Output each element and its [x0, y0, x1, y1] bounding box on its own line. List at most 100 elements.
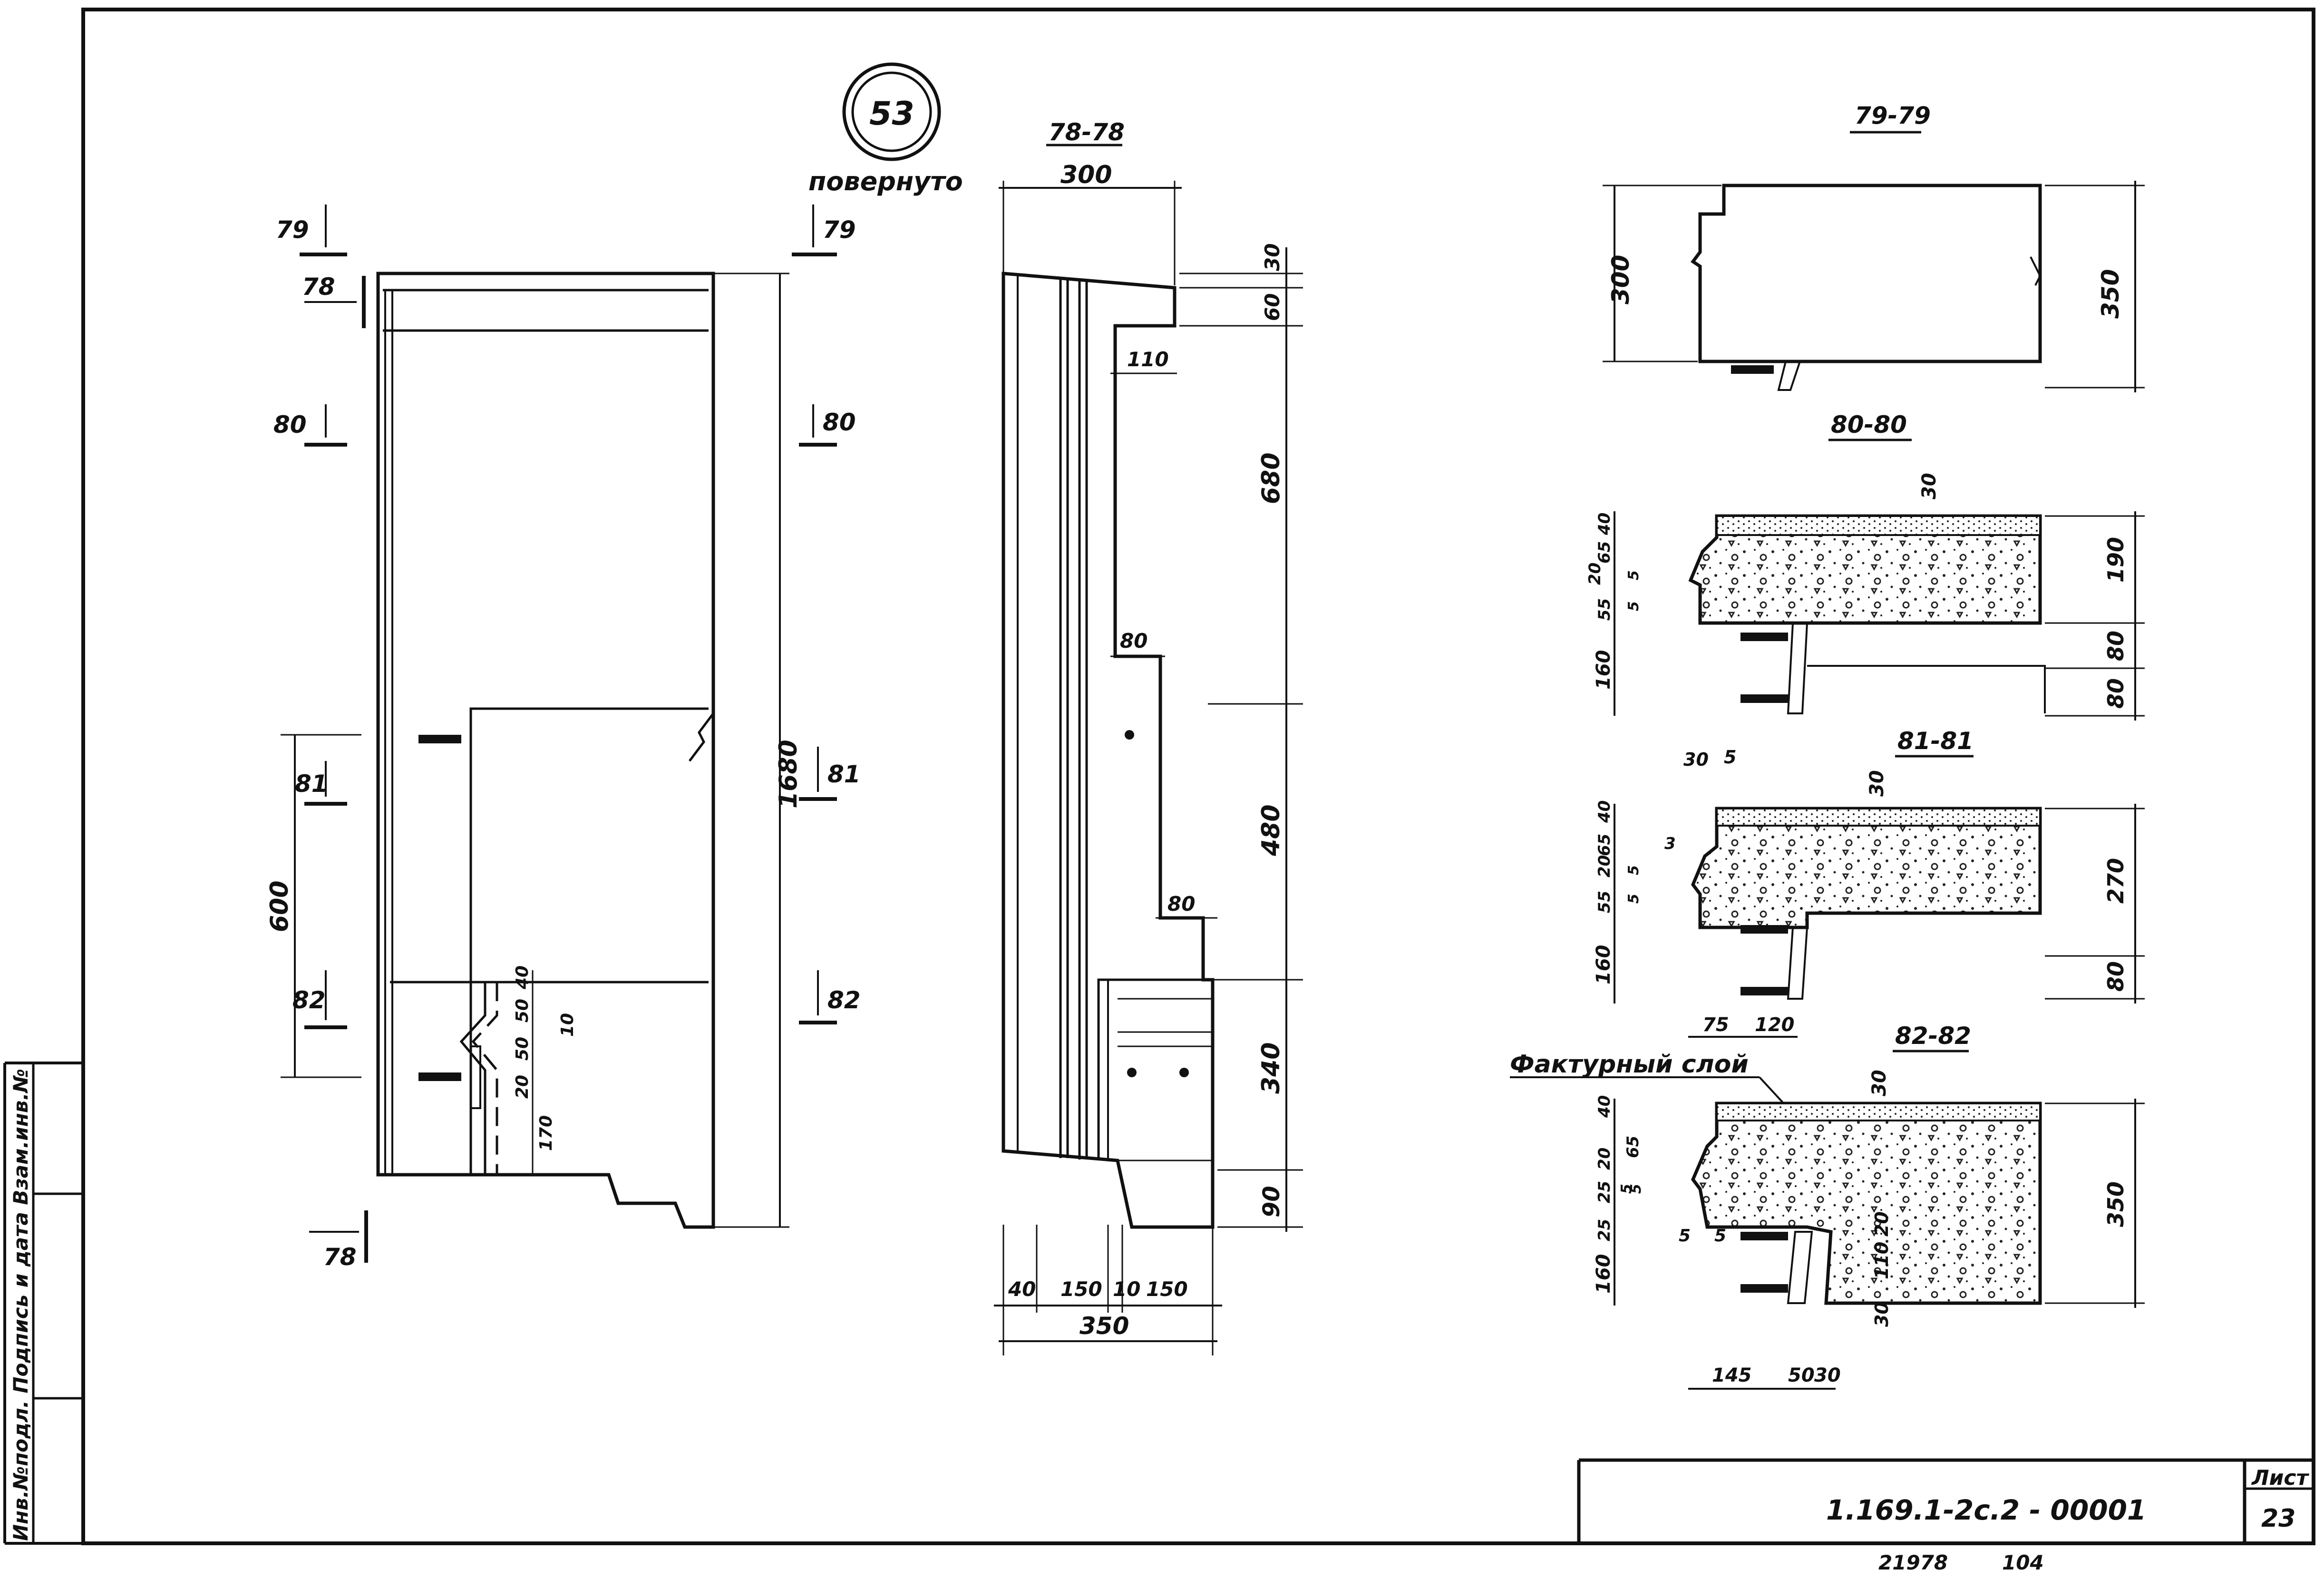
dim: 3 — [1664, 834, 1676, 853]
section-title: 79-79 — [1855, 102, 1931, 129]
dim: 30 — [1918, 473, 1940, 499]
dim-chain: 480 — [1257, 804, 1285, 857]
dim: 80 — [2103, 631, 2129, 661]
svg-text:81: 81 — [295, 770, 328, 798]
svg-text:82: 82 — [292, 986, 326, 1014]
side-stamp: Инв.№подл. Подпись и дата Взам.инв.№ — [9, 1069, 32, 1541]
svg-text:80: 80 — [823, 409, 856, 436]
section-80: 80-80 30 40 65 20 5 55 5 160 190 80 80 — [1585, 411, 2145, 721]
drawing-designation: 1.169.1-2с.2 - 00001 — [1826, 1494, 2146, 1526]
dim: 30 — [1683, 749, 1709, 770]
dim: 5 — [1618, 1184, 1635, 1194]
title-block: Лист 23 1.169.1-2с.2 - 00001 21978 104 — [1577, 1458, 2314, 1574]
dim: 120 — [1755, 1014, 1795, 1036]
svg-text:78: 78 — [323, 1243, 357, 1271]
dim: 65 — [1624, 1136, 1643, 1158]
section-title: 81-81 — [1897, 727, 1974, 755]
cut-marker: 78 — [302, 273, 366, 328]
dim-width: 300 — [1060, 161, 1112, 189]
svg-text:79: 79 — [823, 216, 856, 244]
panel-mark-number: 53 — [869, 95, 914, 133]
dim-profile: 40 — [513, 965, 532, 990]
dim: 65 — [1595, 834, 1614, 856]
dim: 75 — [1702, 1014, 1729, 1036]
dim: 30 — [1871, 1302, 1892, 1327]
dim: 190 — [2103, 537, 2129, 583]
cut-marker: 80 — [273, 404, 347, 447]
cut-marker: 80 — [799, 404, 856, 447]
section-title: 78-78 — [1049, 118, 1125, 146]
dim: 5 — [1625, 601, 1642, 611]
anchor-bar — [418, 1072, 461, 1081]
dim: 80 — [2103, 961, 2129, 992]
cut-marker: 82 — [292, 970, 347, 1029]
dim-bottom: 40 — [1008, 1277, 1036, 1301]
cut-marker: 79 — [276, 205, 347, 256]
dim: 160 — [1593, 945, 1614, 985]
dim: 30 — [1814, 1365, 1841, 1386]
dim: 5 — [1724, 747, 1736, 768]
dim: 5 — [1714, 1226, 1726, 1246]
cut-marker: 82 — [799, 970, 861, 1024]
cut-marker: 81 — [799, 747, 861, 801]
dim: 20 — [1595, 1148, 1614, 1170]
dim-chain: 680 — [1257, 452, 1285, 504]
dim-opening-height: 600 — [265, 880, 294, 932]
footer-number-right: 104 — [2002, 1551, 2044, 1574]
anchor-bar — [418, 735, 461, 743]
dim-inner: 80 — [1167, 892, 1195, 916]
dim: 350 — [2103, 1181, 2129, 1227]
section-82: 82-82 Фактурный слой 30 40 65 20 25 5 5 … — [1510, 1022, 2145, 1390]
dim-height: 350 — [2097, 269, 2124, 319]
dim-profile: 10 — [558, 1013, 577, 1037]
dim: 20 — [1871, 1211, 1892, 1237]
dim: 40 — [1595, 1095, 1614, 1118]
dim: 25 — [1595, 1219, 1614, 1241]
dim-chain: 30 — [1261, 244, 1284, 271]
dim: 110 — [1871, 1242, 1892, 1279]
section-81: 81-81 30 5 30 40 65 3 20 5 55 5 160 270 … — [1593, 727, 2145, 1038]
svg-text:79: 79 — [276, 216, 309, 244]
dim: 65 — [1595, 541, 1614, 564]
dim: 160 — [1593, 1254, 1614, 1294]
dim: 20 — [1595, 855, 1614, 877]
dim: 40 — [1595, 800, 1614, 823]
dim: 270 — [2103, 858, 2129, 904]
dim: 55 — [1595, 891, 1614, 913]
facing-layer-label: Фактурный слой — [1510, 1050, 1749, 1079]
dim-profile: 50 — [513, 999, 532, 1023]
cut-marker: 81 — [295, 761, 347, 806]
rotated-note: повернуто — [808, 166, 963, 196]
dim: 80 — [2103, 678, 2129, 709]
dim-bottom: 150 — [1060, 1277, 1102, 1301]
dim: 30 — [1868, 1070, 1890, 1096]
section-title: 80-80 — [1831, 411, 1907, 439]
dim: 145 — [1712, 1365, 1752, 1386]
panel-mark-badge: 53 повернуто — [808, 62, 963, 196]
dim: 5 — [1625, 570, 1642, 580]
dim-chain: 90 — [1258, 1186, 1285, 1218]
sheet-number: 23 — [2261, 1504, 2295, 1533]
cut-marker: 78 — [309, 1210, 368, 1271]
dim-inner: 110 — [1127, 348, 1169, 371]
sheet-label: Лист — [2251, 1466, 2309, 1490]
dim-profile: 20 — [513, 1075, 532, 1099]
footer-number-left: 21978 — [1878, 1551, 1948, 1574]
dim-chain: 340 — [1257, 1042, 1285, 1094]
dim-bottom: 150 — [1146, 1277, 1188, 1301]
dim-height: 1680 — [774, 740, 803, 809]
dim: 160 — [1593, 650, 1614, 690]
svg-text:81: 81 — [827, 760, 861, 788]
dim-chain: 60 — [1261, 293, 1284, 321]
elevation-view: 1680 600 50 40 10 50 20 170 79 79 78 — [265, 205, 861, 1271]
dim: 50 — [1788, 1365, 1815, 1386]
dim: 40 — [1595, 513, 1614, 536]
dim-bottom: 10 — [1113, 1277, 1140, 1301]
svg-text:82: 82 — [827, 986, 861, 1014]
section-78: 78-78 300 30 60 680 480 34 — [994, 118, 1303, 1355]
dim: 30 — [1866, 770, 1888, 797]
dim: 55 — [1595, 598, 1614, 621]
dim-profile: 50 — [513, 1037, 532, 1061]
dim: 5 — [1625, 865, 1642, 875]
